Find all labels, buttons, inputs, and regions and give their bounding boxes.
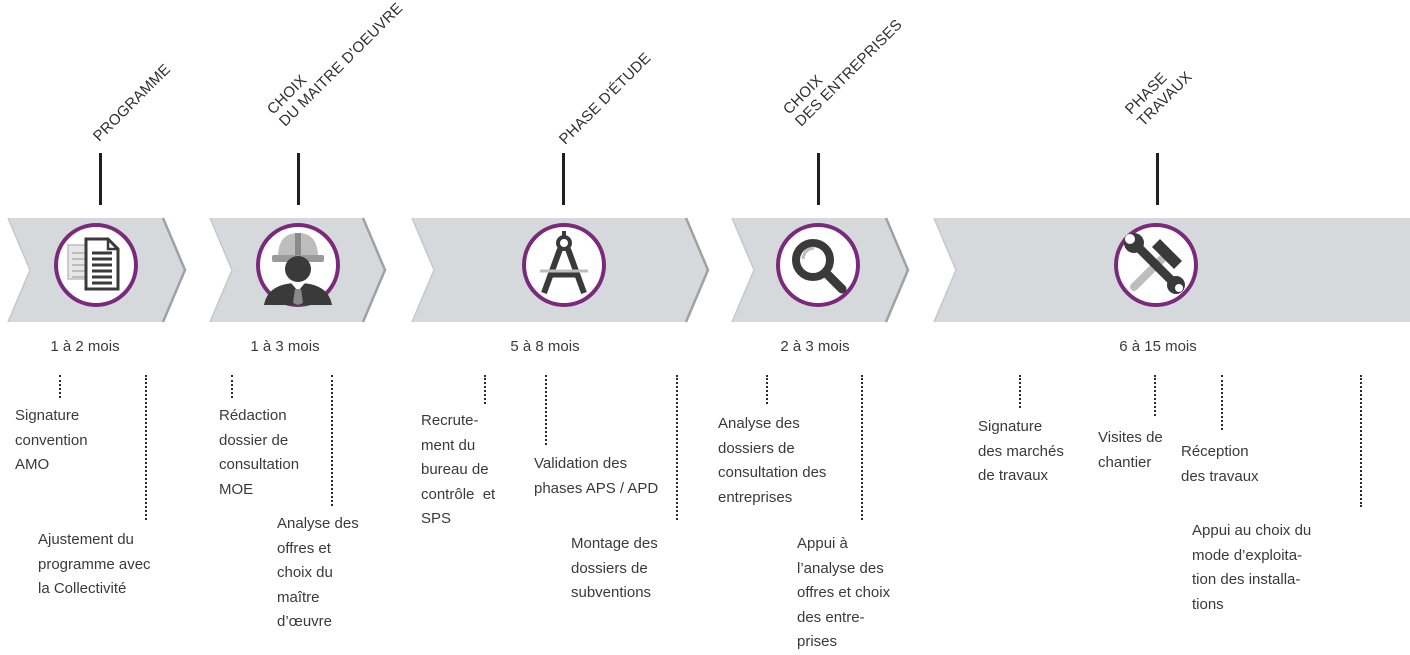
task-label: Analyse des offres et choix du maître d’…	[277, 515, 359, 630]
task-label: Recrute- ment du bureau de contrôle et S…	[421, 412, 496, 527]
task-marker-line	[545, 375, 547, 445]
timeline-band	[7, 217, 1410, 323]
task-marker-line	[331, 375, 333, 506]
task-marker-line	[484, 375, 486, 404]
phase-marker-line	[562, 153, 565, 205]
task-label: Signature des marchés de travaux	[978, 418, 1064, 484]
task-label: Appui à l’analyse des offres et choix de…	[797, 535, 891, 650]
task-marker-line	[1154, 375, 1156, 416]
task-marker-line	[766, 375, 768, 404]
arrow-tip-edge	[684, 217, 710, 323]
task-marker-line	[676, 375, 678, 520]
phase-duration: 1 à 3 mois	[250, 338, 320, 355]
task-label: Signature convention AMO	[15, 407, 88, 473]
phase-marker-line	[1156, 153, 1159, 205]
arrow-notch-edge	[209, 217, 233, 323]
phase-duration: 2 à 3 mois	[780, 338, 850, 355]
phase-duration: 5 à 8 mois	[510, 338, 580, 355]
arrow-notch-edge	[411, 217, 435, 323]
arrow-notch-edge	[731, 217, 755, 323]
task-marker-line	[1221, 375, 1223, 430]
phase-marker-line	[297, 153, 300, 205]
task-label: Visites de chantier	[1098, 429, 1163, 471]
task-marker-line	[1019, 375, 1021, 408]
task-label: Montage des dossiers de subventions	[571, 535, 658, 601]
phase-duration: 1 à 2 mois	[50, 338, 120, 355]
tools-icon	[1114, 223, 1198, 307]
task-marker-line	[1360, 375, 1362, 507]
task-label: Analyse des dossiers de consultation des…	[718, 415, 827, 506]
magnifier-icon	[776, 223, 860, 307]
arrow-tip-edge	[884, 217, 910, 323]
task-marker-line	[59, 375, 61, 398]
task-label: Appui au choix du mode d’exploita- tion …	[1192, 522, 1312, 613]
arrow-tip-edge	[361, 217, 387, 323]
task-marker-line	[231, 375, 233, 398]
arrow-notch-edge	[933, 217, 957, 323]
arrow-tip-edge	[161, 217, 187, 323]
task-marker-line	[145, 375, 147, 520]
task-label: Réception des travaux	[1181, 443, 1259, 485]
task-label: Validation des phases APS / APD	[534, 455, 659, 497]
document-icon	[54, 223, 138, 307]
task-label: Rédaction dossier de consultation MOE	[219, 407, 300, 498]
architect-icon	[256, 223, 340, 307]
task-label: Ajustement du programme avec la Collecti…	[38, 531, 151, 597]
compass-icon	[522, 223, 606, 307]
task-marker-line	[861, 375, 863, 520]
arrow-notch-edge	[7, 217, 31, 323]
phase-marker-line	[99, 153, 102, 205]
phase-marker-line	[817, 153, 820, 205]
phase-duration: 6 à 15 mois	[1119, 338, 1197, 355]
